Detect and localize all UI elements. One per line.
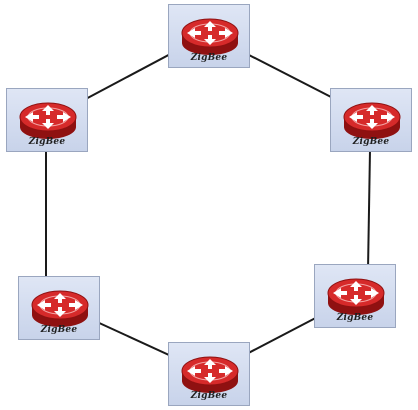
router-node-lower-right[interactable]: ZigBee [314, 264, 396, 328]
node-label: ZigBee [352, 137, 390, 147]
router-node-upper-right[interactable]: ZigBee [330, 88, 412, 152]
node-label: ZigBee [40, 325, 78, 335]
node-label: ZigBee [190, 391, 228, 401]
router-node-bottom[interactable]: ZigBee [168, 342, 250, 406]
router-icon [343, 102, 401, 139]
node-label: ZigBee [336, 313, 374, 323]
router-icon [327, 278, 385, 315]
node-label: ZigBee [190, 53, 228, 63]
link-upper-right-lower-right [367, 149, 371, 271]
router-node-top[interactable]: ZigBee [168, 4, 250, 68]
router-node-lower-left[interactable]: ZigBee [18, 276, 100, 340]
router-icon [181, 18, 239, 55]
router-icon [19, 102, 77, 139]
node-label: ZigBee [28, 137, 66, 147]
router-icon [181, 356, 239, 393]
router-icon [31, 290, 89, 327]
router-node-upper-left[interactable]: ZigBee [6, 88, 88, 152]
